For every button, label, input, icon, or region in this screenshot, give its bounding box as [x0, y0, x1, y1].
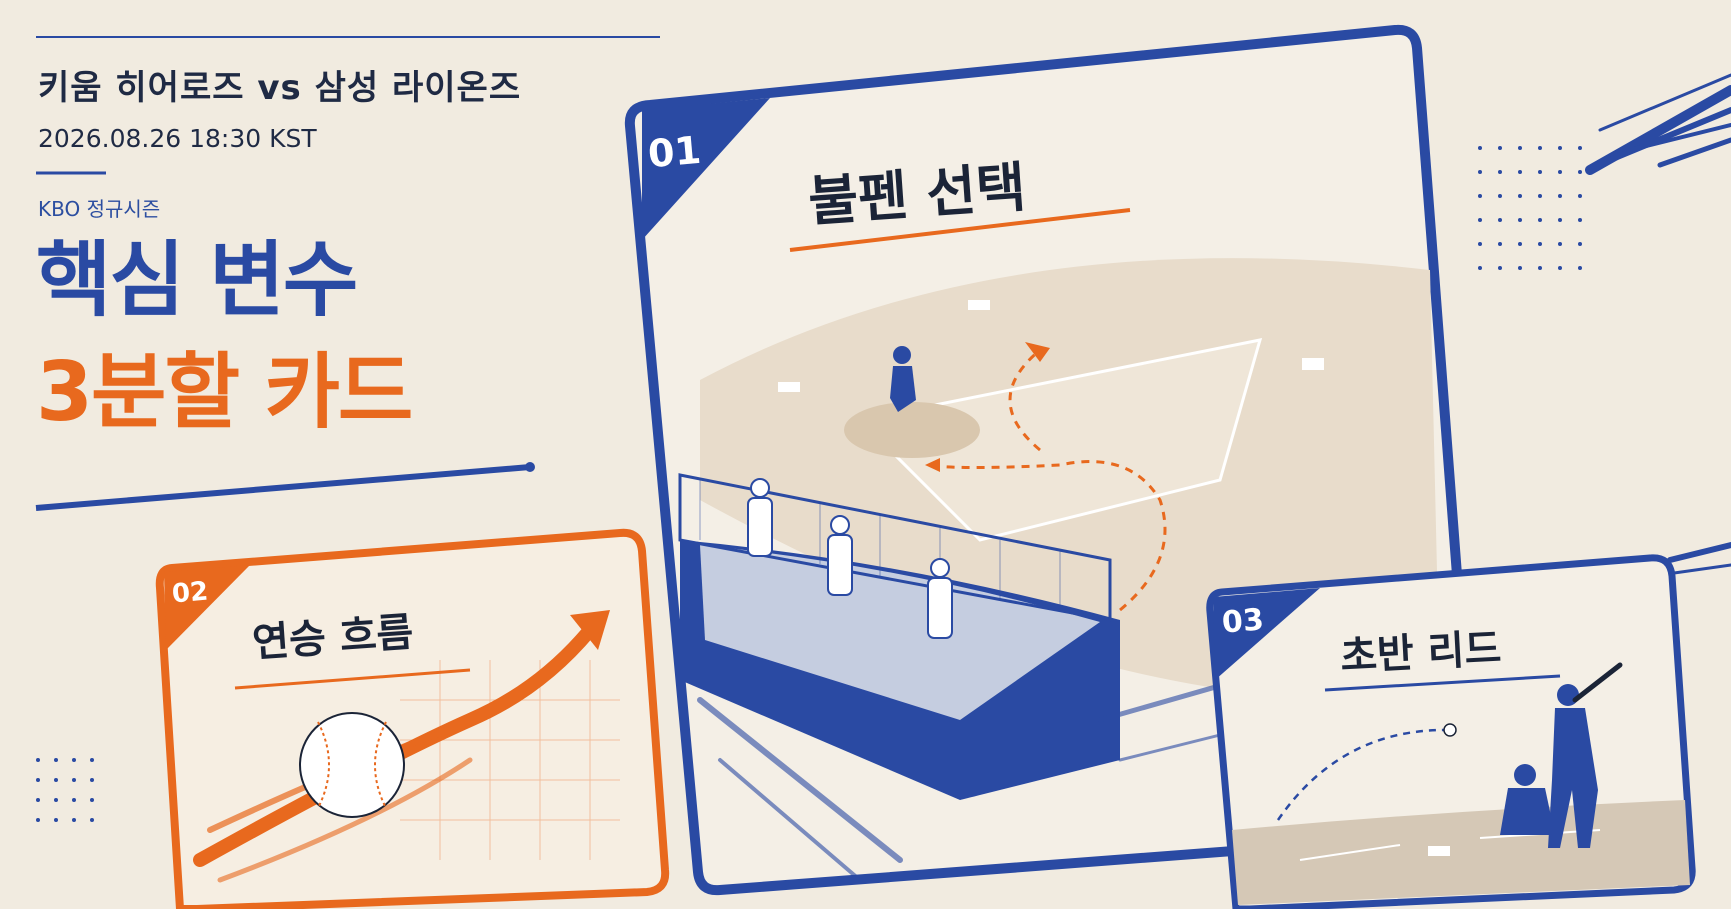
match-datetime: 2026.08.26 18:30 KST [38, 124, 317, 153]
league-label: KBO 정규시즌 [38, 197, 161, 221]
card-01-number: 01 [646, 127, 703, 177]
card-02-art [155, 528, 670, 909]
dot-grid-top-right [1478, 146, 1582, 270]
match-title: 키움 히어로즈 vs 삼성 라이온즈 [38, 68, 522, 108]
card-03-art [1206, 554, 1696, 909]
brush-strokes-top [1585, 73, 1731, 175]
card-03-number: 03 [1220, 602, 1266, 641]
card-01-title: 불펜 선택 [806, 155, 1028, 234]
dot-grid-left [36, 758, 94, 822]
card-03-title: 초반 리드 [1339, 625, 1503, 681]
card-02-title: 연승 흐름 [250, 609, 415, 667]
card-02-number: 02 [170, 576, 210, 610]
headline-line-2: 3분할 카드 [36, 345, 413, 440]
headline-line-1: 핵심 변수 [36, 233, 358, 328]
